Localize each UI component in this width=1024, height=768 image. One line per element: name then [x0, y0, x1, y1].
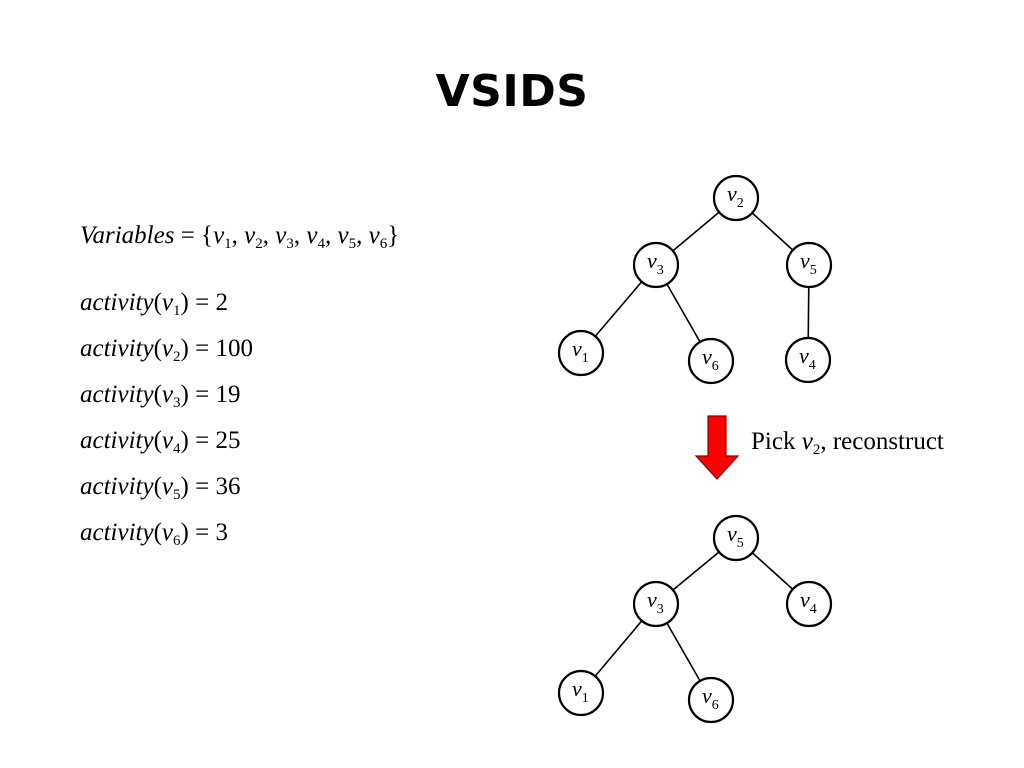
var-item-1: v1: [213, 222, 232, 252]
activity-value: 2: [215, 289, 228, 316]
activity-row: activity(v5) = 36: [80, 473, 241, 503]
var-item-5: v5: [337, 222, 357, 252]
after-node-v4: [785, 580, 833, 628]
slide-title: VSIDS: [435, 66, 589, 117]
activity-value: 100: [215, 335, 253, 362]
var-item-3: v3: [275, 222, 294, 252]
activity-value: 36: [215, 473, 241, 500]
after-node-v5: [712, 514, 760, 562]
activity-row: activity(v1) = 2: [80, 289, 228, 319]
pick-caption: Pick v2, reconstruct: [751, 428, 944, 458]
activity-row: activity(v2) = 100: [80, 335, 253, 365]
activity-row: activity(v6) = 3: [80, 519, 228, 549]
activity-value: 25: [215, 427, 241, 454]
variables-set: Variables = {v1, v2, v3, v4, v5, v6}: [80, 222, 400, 252]
activity-list: activity(v1) = 2 activity(v2) = 100 acti…: [80, 284, 253, 560]
var-item-6: v6: [368, 222, 388, 252]
before-node-v1: [557, 329, 605, 377]
after-node-v3: [632, 580, 680, 628]
before-node-v6: [687, 337, 735, 385]
activity-row: activity(v3) = 19: [80, 381, 241, 411]
activity-row: activity(v4) = 25: [80, 427, 241, 457]
variables-label: Variables: [80, 222, 175, 249]
before-node-v5: [785, 241, 833, 289]
before-node-v3: [632, 241, 680, 289]
after-node-v1: [557, 669, 605, 717]
var-item-2: v2: [244, 222, 263, 252]
var-item-4: v4: [306, 222, 325, 252]
before-node-v4: [784, 336, 832, 384]
activity-value: 19: [215, 381, 241, 408]
before-node-v2: [712, 174, 760, 222]
activity-value: 3: [215, 519, 228, 546]
after-node-v6: [687, 676, 735, 724]
down-arrow-icon: [694, 415, 740, 480]
